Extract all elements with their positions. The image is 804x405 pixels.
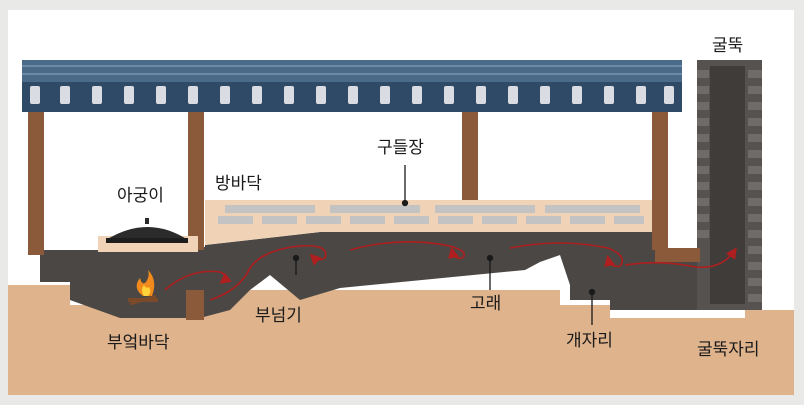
chimney — [697, 60, 762, 310]
label-agungi: 아궁이 — [117, 186, 164, 206]
tiled-roof — [22, 60, 682, 112]
leader-lines — [292, 165, 596, 325]
fire-icon — [128, 270, 158, 306]
label-gulttuk: 굴뚝 — [712, 36, 744, 56]
wooden-posts — [28, 110, 668, 320]
label-bangbadak: 방바닥 — [215, 174, 262, 194]
label-gaejari: 개자리 — [566, 331, 613, 351]
room-floor — [205, 200, 655, 245]
chimney-duct — [655, 248, 700, 262]
cauldron — [98, 218, 198, 252]
label-buneomgi: 부넘기 — [255, 306, 302, 326]
label-bueokbadak: 부엌바닥 — [107, 333, 170, 353]
label-gulttukjari: 굴뚝자리 — [697, 340, 760, 360]
label-gudeuljang: 구들장 — [377, 138, 424, 158]
gudeuljang-stones — [218, 205, 644, 224]
flue-passage — [40, 232, 745, 318]
label-gorae: 고래 — [470, 294, 502, 314]
hot-air-flow — [164, 241, 737, 301]
